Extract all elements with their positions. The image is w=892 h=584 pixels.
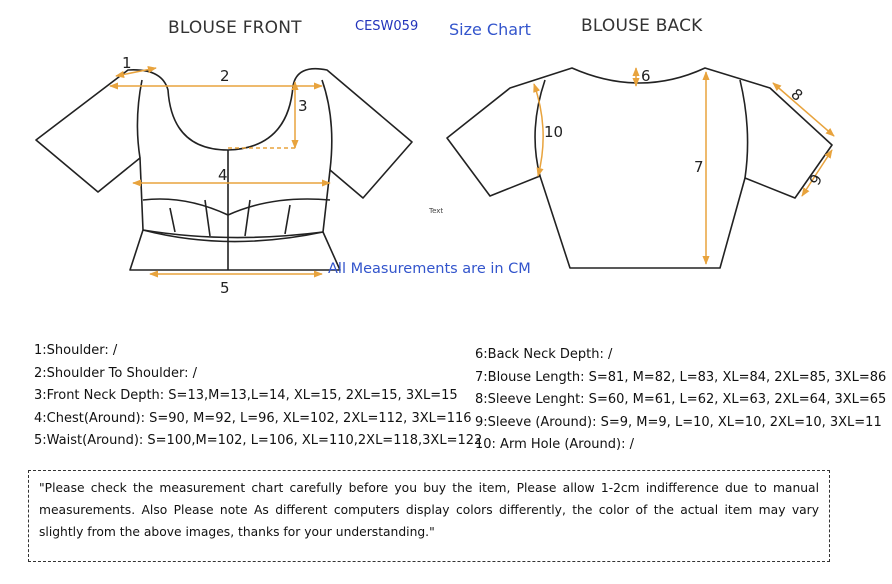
measure-label-5: 5 [220, 279, 230, 297]
blouse-front-title: BLOUSE FRONT [168, 18, 302, 38]
measurement-row: 7:Blouse Length: S=81, M=82, L=83, XL=84… [475, 369, 887, 385]
blouse-front-outline [35, 67, 413, 271]
blouse-diagram: 1 2 3 4 5 6 7 8 9 10 Text [35, 54, 835, 297]
measurement-row: 4:Chest(Around): S=90, M=92, L=96, XL=10… [34, 410, 472, 426]
measure-label-7: 7 [694, 158, 704, 176]
front-measure-labels: 1 2 3 4 5 [122, 54, 308, 297]
measurements-right: 6:Back Neck Depth: / 7:Blouse Length: S=… [475, 344, 886, 457]
measurement-row: 5:Waist(Around): S=100,M=102, L=106, XL=… [34, 433, 483, 448]
measurement-row: 8:Sleeve Lenght: S=60, M=61, L=62, XL=63… [475, 392, 887, 407]
measure-label-3: 3 [298, 97, 308, 115]
disclaimer-note: "Please check the measurement chart care… [28, 470, 830, 562]
product-code: CESW059 [355, 19, 419, 34]
measure-label-4: 4 [218, 166, 228, 184]
blouse-back-title: BLOUSE BACK [581, 16, 703, 36]
blouse-back-outline [446, 67, 833, 269]
measurement-row: 2:Shoulder To Shoulder: / [34, 365, 198, 381]
measure-label-8: 8 [787, 85, 806, 105]
measure-label-1: 1 [122, 54, 132, 72]
measurements-left: 1:Shoulder: / 2:Shoulder To Shoulder: / … [34, 340, 482, 453]
measurement-row: 6:Back Neck Depth: / [475, 347, 613, 362]
measurement-row: 10: Arm Hole (Around): / [475, 437, 635, 452]
size-chart-title: Size Chart [449, 20, 531, 39]
tiny-text-label: Text [428, 207, 443, 215]
measure-label-10: 10 [544, 123, 563, 141]
back-measurements [533, 67, 835, 265]
measurement-row: 9:Sleeve (Around): S=9, M=9, L=10, XL=10… [475, 414, 882, 430]
measurement-row: 1:Shoulder: / [34, 343, 118, 358]
unit-note: All Measurements are in CM [328, 261, 531, 277]
measurement-row: 3:Front Neck Depth: S=13,M=13,L=14, XL=1… [34, 388, 458, 403]
back-measure-labels: 6 7 8 9 10 [544, 67, 826, 188]
front-measurements [109, 66, 331, 278]
measure-label-2: 2 [220, 67, 230, 85]
measure-label-6: 6 [641, 67, 651, 85]
